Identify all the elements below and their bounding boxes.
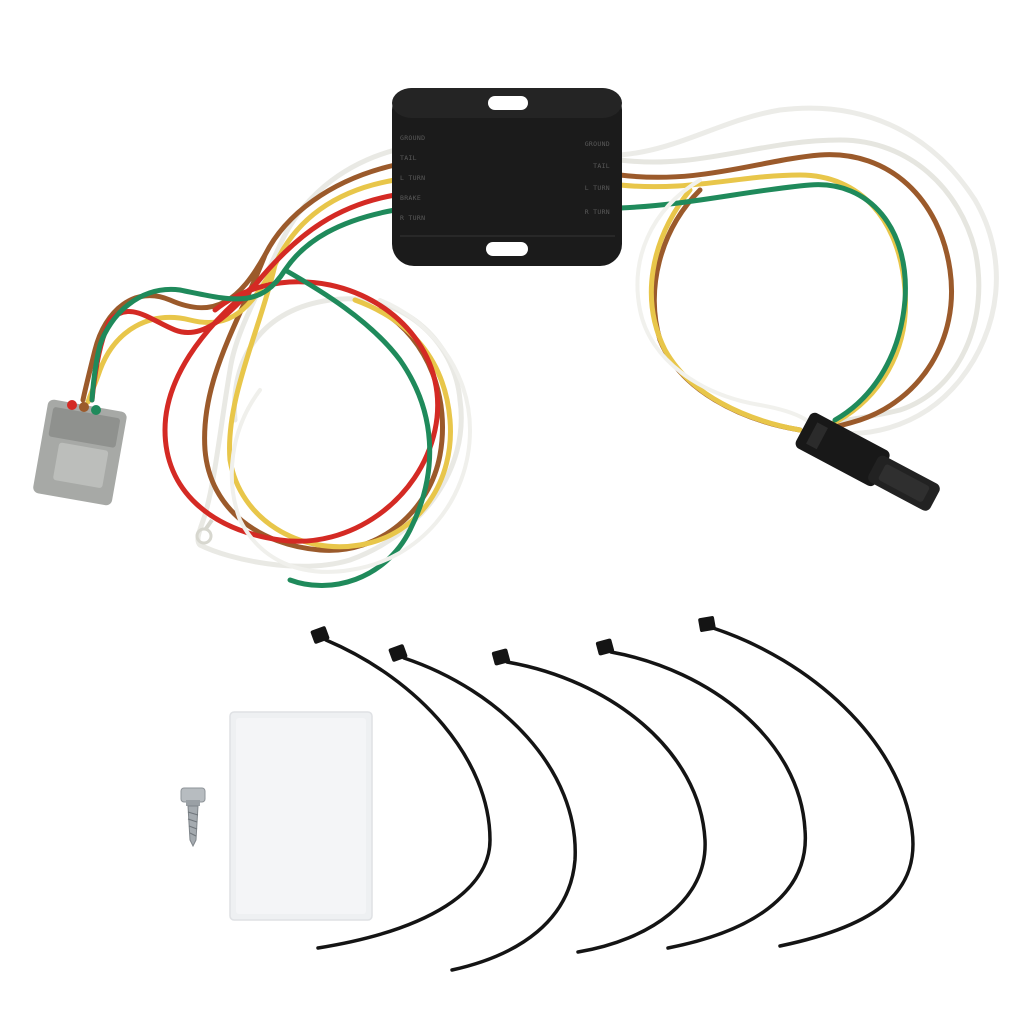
module-label-left: TAIL xyxy=(400,154,417,162)
module-label-left: L TURN xyxy=(400,174,425,182)
ring-terminal-icon xyxy=(195,518,214,545)
adhesive-pad xyxy=(229,711,373,921)
cable-tie xyxy=(698,616,915,948)
cable-tie xyxy=(491,648,707,954)
input-plug-connector xyxy=(33,399,127,506)
wire-green-right xyxy=(617,182,908,423)
output-plug-connector xyxy=(795,412,940,511)
wire-yellow-left xyxy=(85,177,453,550)
mounting-slot-top xyxy=(488,96,528,110)
module-labels-right: GROUND TAIL L TURN R TURN xyxy=(585,140,610,216)
cable-ties xyxy=(310,616,915,972)
module-label-left: R TURN xyxy=(400,214,425,222)
cable-tie xyxy=(310,626,492,950)
wire-brown-left xyxy=(80,162,445,553)
wire-red-left xyxy=(89,192,441,544)
wire-white-loop-left xyxy=(229,298,473,574)
module-label-right: GROUND xyxy=(585,140,610,148)
converter-module: GROUND TAIL L TURN BRAKE R TURN GROUND T… xyxy=(392,88,622,266)
module-label-left: BRAKE xyxy=(400,194,421,202)
cable-tie xyxy=(595,638,808,950)
wire-white-right-loop xyxy=(635,178,815,434)
wire-white-right-2 xyxy=(617,137,982,433)
wire-green-left xyxy=(89,207,433,589)
module-label-right: TAIL xyxy=(593,162,610,170)
cable-tie xyxy=(388,644,577,972)
mounting-slot-bottom xyxy=(486,242,528,256)
left-wire-harness xyxy=(80,147,473,589)
wire-brown-right xyxy=(617,152,954,435)
module-label-left: GROUND xyxy=(400,134,425,142)
module-label-right: R TURN xyxy=(585,208,610,216)
wire-white-right xyxy=(617,105,999,436)
self-tapping-screw-icon xyxy=(180,787,206,848)
right-wire-harness xyxy=(617,105,999,436)
module-labels-left: GROUND TAIL L TURN BRAKE R TURN xyxy=(400,134,425,222)
module-label-right: L TURN xyxy=(585,184,610,192)
